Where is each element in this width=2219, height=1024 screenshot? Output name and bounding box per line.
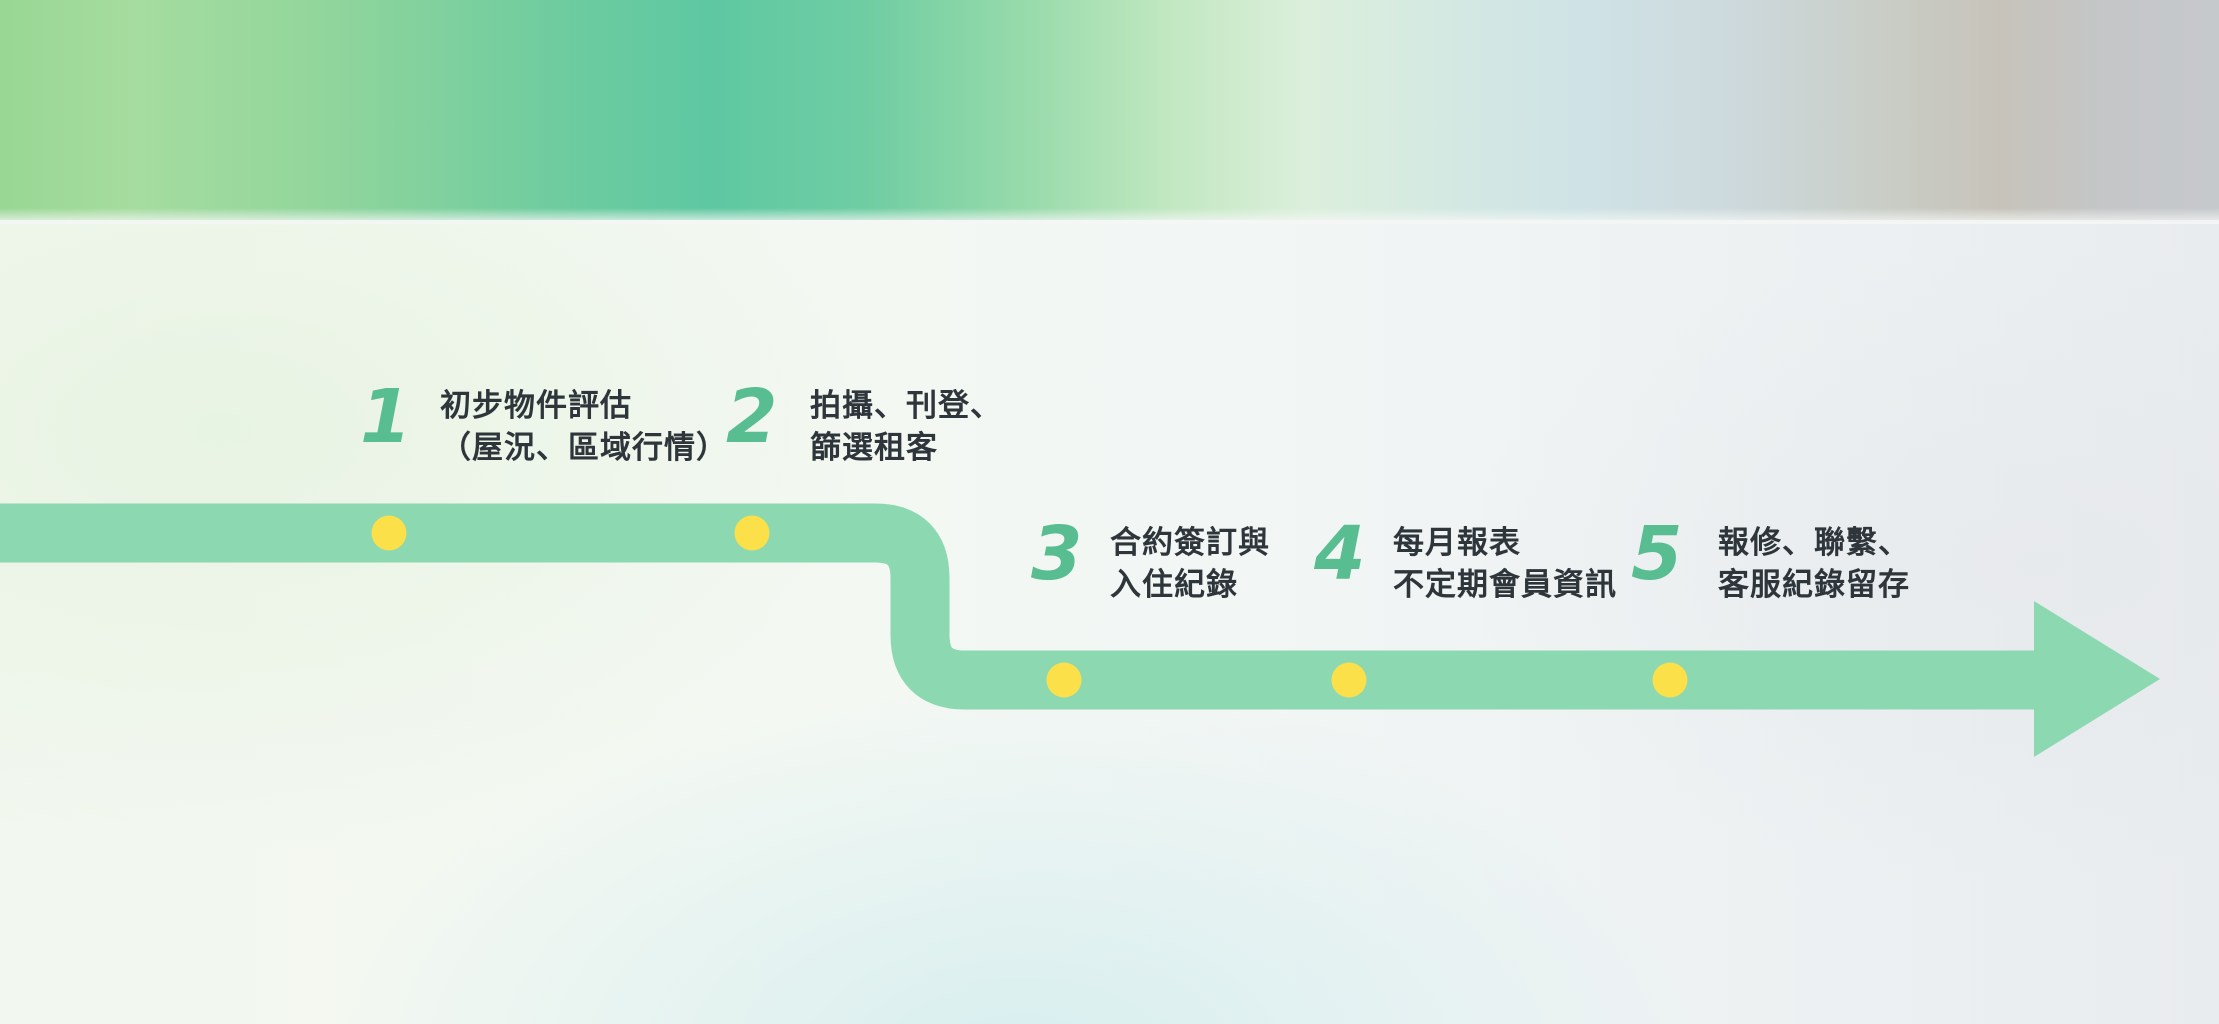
step-number-4: 4 bbox=[1314, 511, 1365, 597]
step-label-5-line2: 客服紀錄留存 bbox=[1718, 567, 1910, 603]
step-number-1: 1 bbox=[360, 374, 411, 460]
step-label-1-line1: 初步物件評估 bbox=[440, 388, 632, 424]
step-label-1-line2: （屋況、區域行情） bbox=[440, 430, 728, 466]
step-number-2: 2 bbox=[726, 374, 777, 460]
step-label-3: 合約簽訂與 入住紀錄 bbox=[1110, 522, 1270, 606]
top-gradient-banner bbox=[0, 0, 2219, 220]
step-label-2: 拍攝、刊登、 篩選租客 bbox=[810, 385, 1002, 469]
banner-fade-edge bbox=[0, 208, 2219, 224]
milestone-dot-4 bbox=[1331, 662, 1367, 698]
step-number-5: 5 bbox=[1631, 511, 1682, 597]
step-label-4-line2: 不定期會員資訊 bbox=[1393, 567, 1617, 603]
step-label-5: 報修、聯繫、 客服紀錄留存 bbox=[1718, 522, 1910, 606]
milestone-dot-2 bbox=[734, 515, 770, 551]
step-number-3: 3 bbox=[1031, 511, 1082, 597]
step-label-2-line2: 篩選租客 bbox=[810, 430, 938, 466]
step-label-5-line1: 報修、聯繫、 bbox=[1718, 525, 1910, 561]
milestone-dot-5 bbox=[1652, 662, 1688, 698]
step-label-1: 初步物件評估 （屋況、區域行情） bbox=[440, 385, 728, 469]
step-label-4-line1: 每月報表 bbox=[1393, 525, 1521, 561]
milestone-dot-3 bbox=[1046, 662, 1082, 698]
step-label-2-line1: 拍攝、刊登、 bbox=[810, 388, 1002, 424]
milestone-dot-1 bbox=[371, 515, 407, 551]
step-label-3-line1: 合約簽訂與 bbox=[1110, 525, 1270, 561]
step-label-3-line2: 入住紀錄 bbox=[1110, 567, 1238, 603]
step-label-4: 每月報表 不定期會員資訊 bbox=[1393, 522, 1617, 606]
timeline-path bbox=[0, 503, 2040, 710]
arrow-head-icon bbox=[2034, 601, 2160, 757]
